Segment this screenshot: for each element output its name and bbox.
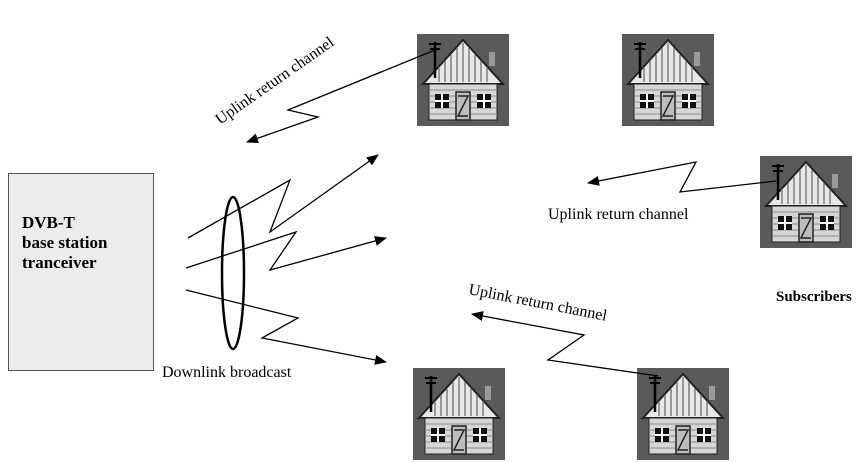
base-station-label: DVB-T base station tranceiver <box>22 213 152 273</box>
uplink-arrow-top <box>246 49 436 144</box>
uplink-label-bottom: Uplink return channel <box>467 281 609 325</box>
downlink-arrow-top <box>187 154 379 239</box>
downlink-arrow-middle <box>185 230 387 272</box>
uplink-label-top: Uplink return channel <box>213 34 338 129</box>
subscriber-house-top-left-icon <box>417 34 509 126</box>
base-station-box <box>8 173 154 371</box>
base-station-line1: DVB-T <box>22 213 75 232</box>
downlink-label: Downlink broadcast <box>162 364 292 381</box>
downlink-group-ellipse <box>220 195 246 351</box>
subscriber-house-top-right-icon <box>622 34 714 126</box>
subscriber-house-bottom-right-icon <box>637 368 729 460</box>
uplink-arrow-right <box>587 161 777 193</box>
uplink-arrow-bottom <box>471 311 659 377</box>
subscribers-label: Subscribers <box>776 289 852 305</box>
downlink-arrow-bottom <box>185 289 387 365</box>
subscriber-house-right-icon <box>760 156 852 248</box>
base-station-line2: base station <box>22 233 108 252</box>
base-station-line3: tranceiver <box>22 253 97 272</box>
subscriber-house-bottom-left-icon <box>413 368 505 460</box>
uplink-label-right: Uplink return channel <box>548 206 689 223</box>
